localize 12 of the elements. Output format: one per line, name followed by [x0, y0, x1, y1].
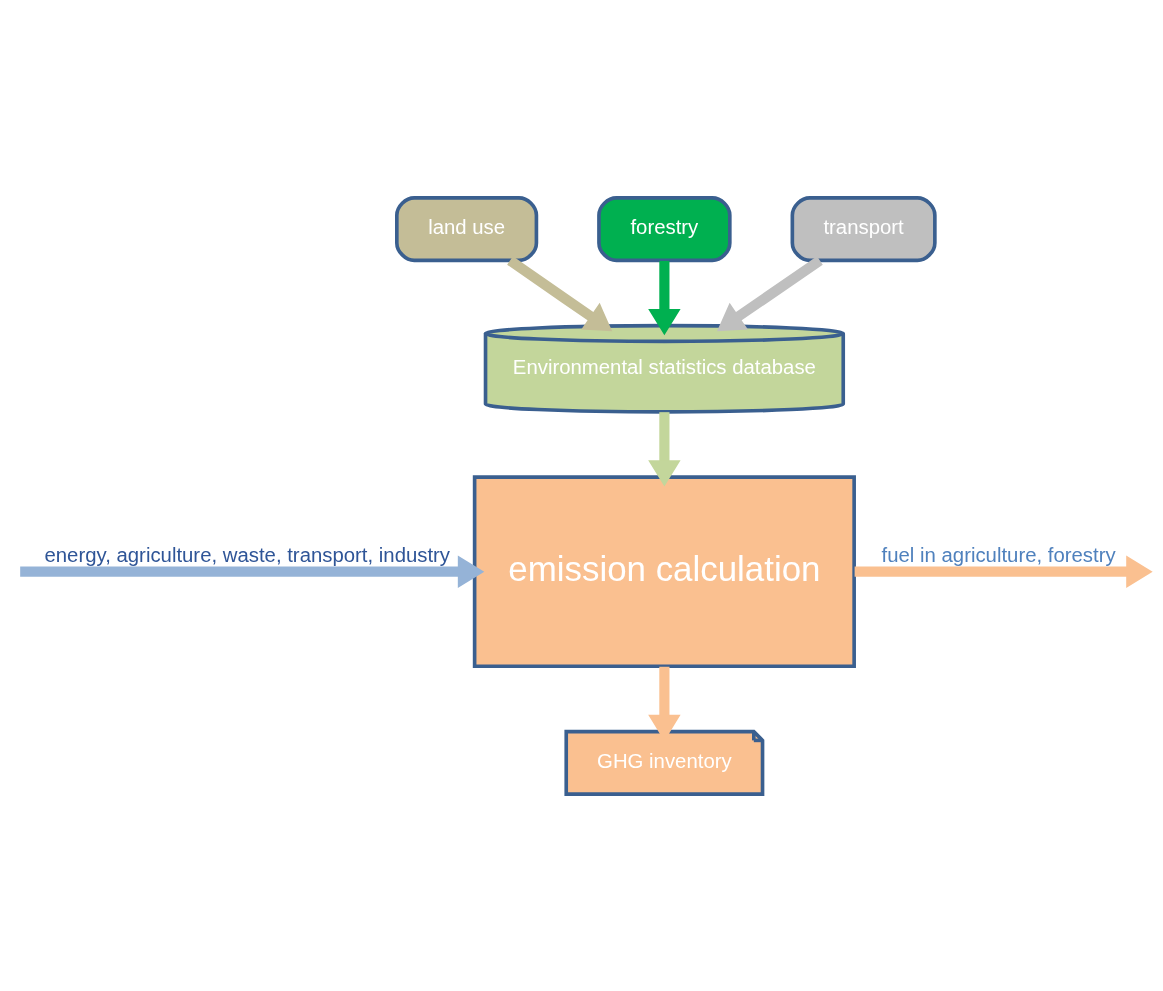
arrow — [717, 255, 823, 331]
edge-label: fuel in agriculture, forestry — [881, 543, 1116, 566]
arrow — [20, 555, 485, 588]
node-box: transport — [790, 195, 937, 262]
edge-label: energy, agriculture, waste, transport, industry — [44, 543, 451, 566]
node-box: land use — [395, 195, 539, 262]
arrow — [648, 411, 681, 487]
arrow — [507, 255, 613, 331]
arrow — [854, 555, 1153, 588]
node-box: forestry — [597, 195, 732, 262]
node-box: emission calculation — [472, 474, 856, 668]
arrow — [648, 260, 681, 335]
